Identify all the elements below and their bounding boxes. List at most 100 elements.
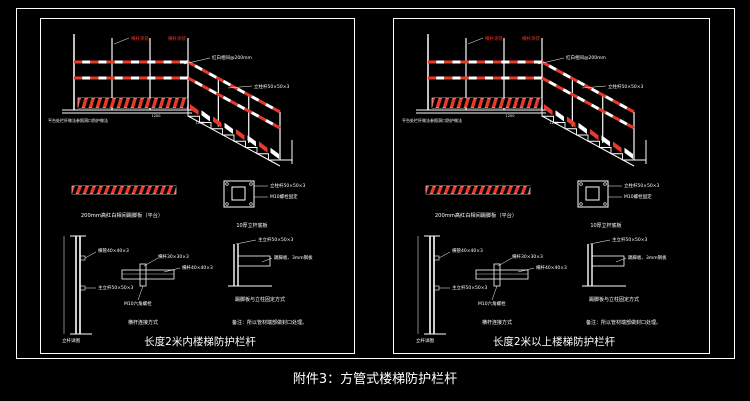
toe-board-stripe xyxy=(510,186,517,194)
band-segment xyxy=(147,76,156,80)
band-segment xyxy=(236,87,246,95)
band-segment xyxy=(583,83,593,91)
rail-tube xyxy=(121,269,175,280)
band-segment xyxy=(106,76,115,80)
band-segment xyxy=(194,80,203,88)
band-segment xyxy=(576,79,586,87)
panel-short-stair-railing: 横杆涂装横杆涂装红白相间@200mm立柱杆50×50×3平台处栏杆做法参照洞口防… xyxy=(40,18,355,354)
leader xyxy=(517,267,535,273)
toe-board-stripe xyxy=(426,186,433,194)
band-segment xyxy=(258,99,267,106)
band-segment xyxy=(147,60,156,64)
base-plate xyxy=(577,180,609,208)
band-segment xyxy=(90,60,99,64)
post-section xyxy=(231,186,246,201)
toe-board-stripe xyxy=(107,186,114,194)
leader xyxy=(537,57,565,65)
band-segment xyxy=(131,76,140,80)
band-segment xyxy=(548,64,557,72)
toe-board-stripe xyxy=(516,98,523,108)
toe-segment xyxy=(259,141,268,153)
leader xyxy=(137,285,144,301)
dimension-2: 1200 xyxy=(550,121,559,125)
band-segment xyxy=(82,76,91,80)
toe-board-stripe xyxy=(489,186,496,194)
band-segment xyxy=(541,60,550,68)
h-pipe-label: 横管40×40×3 xyxy=(452,247,483,254)
toe-board-stripe xyxy=(503,186,510,194)
toe-board-stripe xyxy=(433,186,440,194)
band-segment xyxy=(215,76,225,83)
elevation-view: 横杆涂装横杆涂装红白相间@200mm立柱杆50×50×3平台处栏杆做法参照洞口防… xyxy=(402,34,647,167)
rail-a-label: 横杆30×30×3 xyxy=(158,253,189,260)
toe-board-stripe xyxy=(495,98,502,108)
toe-board-stripe xyxy=(454,186,461,194)
toe-segment xyxy=(613,141,622,153)
bolt-hole xyxy=(249,182,253,186)
band-segment xyxy=(90,76,99,80)
band-segment xyxy=(208,72,218,79)
platform-toe-board xyxy=(431,97,544,109)
red-white-label: 红白相间@200mm xyxy=(212,54,252,61)
elevation-view: 横杆涂装横杆涂装红白相间@200mm立柱杆50×50×3平台处栏杆做法参照洞口防… xyxy=(48,34,293,167)
toe-board-stripe xyxy=(432,98,439,108)
leader xyxy=(438,251,451,259)
band-segment xyxy=(626,106,635,114)
band-segment xyxy=(229,99,239,107)
band-segment xyxy=(576,95,586,103)
band-segment xyxy=(74,60,83,64)
band-segment xyxy=(171,60,180,64)
leader xyxy=(581,85,607,89)
band-segment xyxy=(163,60,172,64)
stair-soffit xyxy=(187,115,281,167)
rail-b-label: 横杆40×40×3 xyxy=(182,264,213,271)
band-segment xyxy=(265,102,274,110)
band-segment xyxy=(501,76,510,80)
toe-segment xyxy=(270,147,279,159)
stair-soffit xyxy=(541,115,635,167)
band-segment xyxy=(612,115,621,122)
toe-board-stripe xyxy=(127,98,134,108)
band-segment xyxy=(187,76,196,84)
toe-board-stripe xyxy=(106,98,113,108)
band-segment xyxy=(258,115,267,122)
band-segment xyxy=(243,107,253,114)
connector xyxy=(493,263,501,287)
band-segment xyxy=(452,60,461,64)
base-plate xyxy=(223,180,255,208)
rail-b-label: 横杆40×40×3 xyxy=(536,264,567,271)
bolt-hole xyxy=(249,202,253,206)
band-segment xyxy=(163,76,172,80)
band-segment xyxy=(155,60,164,64)
band-segment xyxy=(533,60,542,64)
toe-b-label: 踢脚板、3mm钢板 xyxy=(628,254,667,261)
plank-detail: 200mm高红白相间踢脚板（平台） xyxy=(425,185,531,219)
plank-caption: 200mm高红白相间踢脚板（平台） xyxy=(81,211,163,219)
toe-board-stripe xyxy=(474,98,481,108)
toe-segment xyxy=(544,104,553,116)
bolt-hole xyxy=(579,202,583,206)
leader xyxy=(227,85,253,89)
band-segment xyxy=(517,60,526,64)
stair-toe-board xyxy=(190,104,279,159)
leader xyxy=(183,57,211,65)
stair-steps xyxy=(541,110,634,161)
dimension-1: 1200 xyxy=(506,114,515,118)
toe-board-stripe xyxy=(135,186,142,194)
toe-a-label: 主立杆50×50×3 xyxy=(258,236,293,243)
note-text: 备注：所以管材端部做封口处理。 xyxy=(586,319,661,326)
band-segment xyxy=(187,60,196,68)
side-caption: 立杆详图 xyxy=(416,337,434,344)
panel-title: 长度2米内楼梯防护栏杆 xyxy=(144,335,256,348)
post-label: 立柱杆50×50×3 xyxy=(270,182,305,189)
toe-board-stripe xyxy=(156,186,163,194)
toe-segment xyxy=(590,129,599,141)
top-rail xyxy=(74,60,188,64)
leader xyxy=(261,257,273,263)
leader xyxy=(467,37,484,45)
base-note: 平台处栏杆做法参照洞口防护做法 xyxy=(402,117,462,123)
toe-segment xyxy=(567,116,576,128)
